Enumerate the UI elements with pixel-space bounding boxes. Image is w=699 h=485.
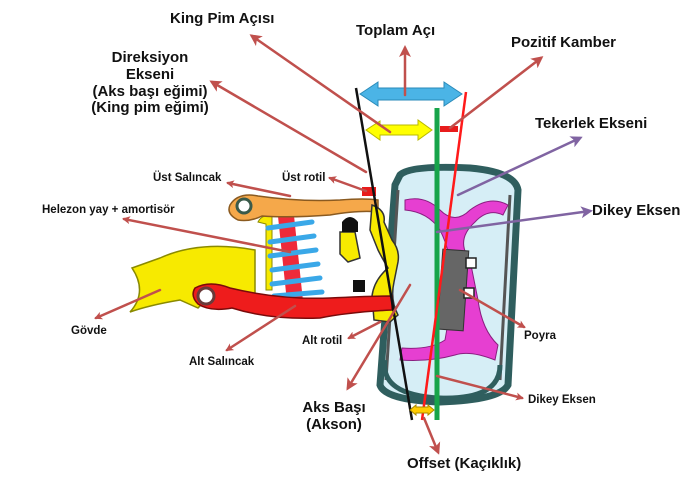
callout-arrows-purple [435,136,593,234]
label-king-pim-acisi: King Pim Açısı [170,10,275,27]
label-ust-salincak: Üst Salıncak [153,172,222,184]
arrow-helezon-yay [122,216,292,254]
upper-arm-pivot [235,197,253,215]
label-direksiyon-ekseni-line-2: Ekseni [125,65,175,83]
body-bracket-right [339,231,361,263]
arrow-govde [94,288,162,320]
wheel [376,163,522,406]
label-dikey-eksen-right: Dikey Eksen [592,202,681,219]
lower-arm-shape [192,283,393,320]
arrow-aks-basi [346,283,412,391]
label-ust-rotil: Üst rotil [282,172,326,184]
callout-arrows [94,34,544,455]
positive-camber-marker [440,126,458,132]
offset-arrow [409,403,435,417]
spring-damper [265,205,325,301]
label-dikey-eksen-bottom: Dikey Eksen [528,394,596,406]
upper-control-arm [228,187,379,222]
label-toplam-aci: Toplam Açı [356,22,436,39]
upper-arm-shape [228,194,379,222]
label-aks-basi: Aks Başı (Akson) [294,399,374,434]
coil-spring [265,205,325,299]
arrow-pozitif-kamber [448,56,544,130]
wheel-bolt [465,257,477,269]
arrow-poyra [458,288,526,329]
total-angle-arrow [359,81,463,107]
arrow-dikey-eksen-bottom [435,374,524,401]
label-poyra: Poyra [524,330,556,342]
lower-arm-pivot [196,286,216,306]
steering-axis-line [354,87,414,421]
label-alt-rotil: Alt rotil [302,335,343,347]
label-direksiyon-ekseni-line-1: Direksiyon [111,49,189,66]
label-direksiyon-ekseni-line-3: (Aks başı eğimi) [92,82,208,100]
arrow-ust-rotil [328,176,368,193]
tire-bottom [382,359,503,401]
label-aks-basi-line-1: Aks Başı [302,399,366,416]
arrow-alt-rotil [347,320,382,340]
label-govde: Gövde [71,325,107,337]
label-pozitif-kamber: Pozitif Kamber [511,34,617,51]
label-direksiyon-ekseni-line-4: (King pim eğimi) [91,99,209,117]
body-block [353,280,365,292]
arrow-ust-salincak [226,180,292,198]
label-tekerlek-ekseni: Tekerlek Ekseni [535,115,648,132]
upper-ball-joint [362,187,376,196]
arrow-tekerlek-ekseni [456,136,583,197]
label-offset: Offset (Kaçıklık) [407,455,522,472]
arrow-alt-salincak [225,304,297,352]
label-alt-salincak: Alt Salıncak [189,356,255,368]
body-stop [342,217,358,232]
arrow-king-pim-acisi [249,34,392,134]
label-helezon-yay: Helezon yay + amortisör [42,204,175,216]
arrow-direksiyon-ekseni [209,80,368,174]
arrow-dikey-eksen-right [435,206,593,234]
label-direksiyon-ekseni: Direksiyon Ekseni (Aks başı eğimi) (King… [78,49,222,117]
camber-line [420,91,468,421]
label-aks-basi-line-2: (Akson) [306,415,362,433]
lower-control-arm [192,283,393,320]
arrow-offset [422,416,441,455]
